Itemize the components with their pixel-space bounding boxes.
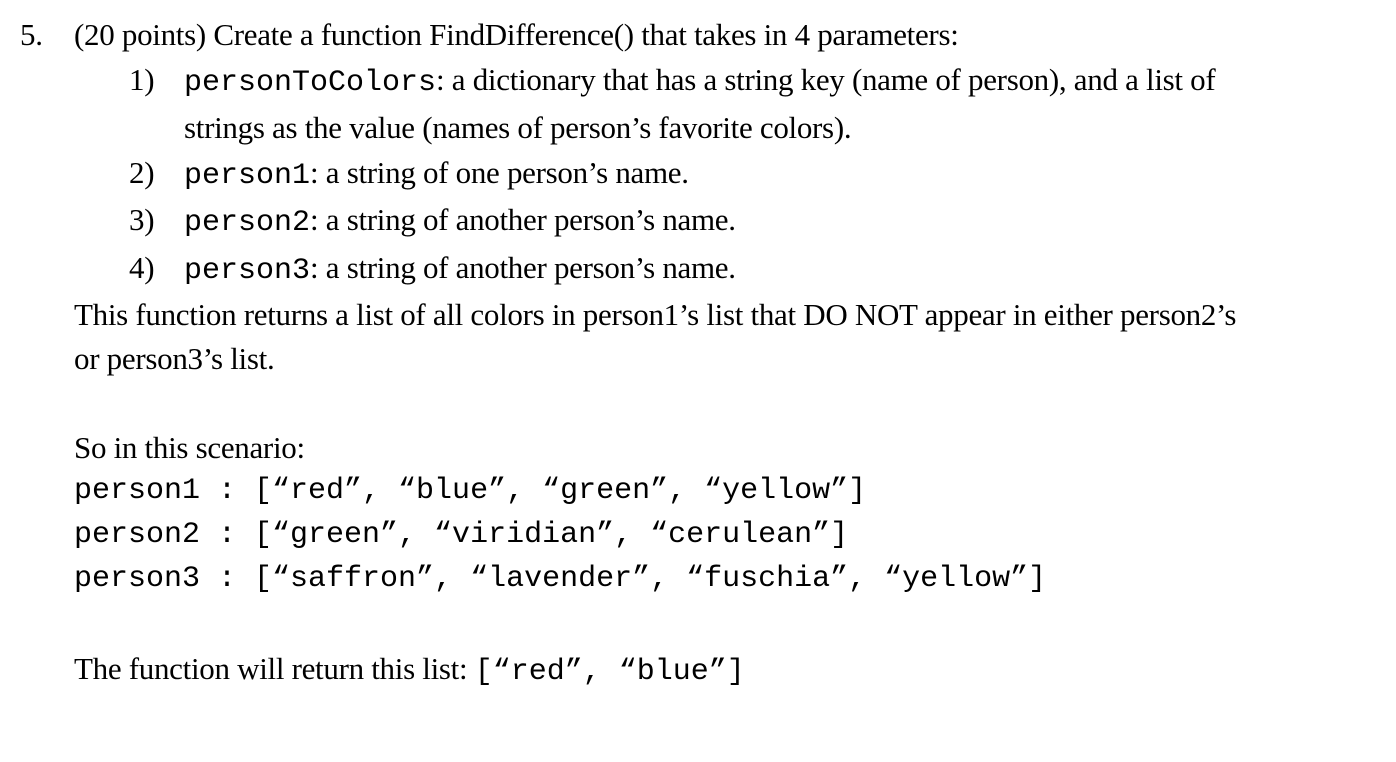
result-line: The function will return this list: [“re… bbox=[74, 651, 745, 689]
param-2: person1: a string of one person’s name. bbox=[184, 155, 689, 193]
param-4: person3: a string of another person’s na… bbox=[184, 250, 736, 288]
param-4-number: 4) bbox=[129, 250, 155, 285]
question-number: 5. bbox=[20, 17, 43, 52]
param-1-description: : a dictionary that has a string key (na… bbox=[436, 62, 1216, 97]
param-1: personToColors: a dictionary that has a … bbox=[184, 62, 1216, 100]
param-1-number: 1) bbox=[129, 62, 155, 97]
result-label: The function will return this list: bbox=[74, 651, 475, 686]
result-value: [“red”, “blue”] bbox=[474, 655, 745, 689]
scenario-row-person1: person1 : [“red”, “blue”, “green”, “yell… bbox=[74, 474, 867, 508]
param-2-description: : a string of one person’s name. bbox=[310, 155, 689, 190]
scenario-row-person3: person3 : [“saffron”, “lavender”, “fusch… bbox=[74, 562, 1047, 596]
description-line-2: or person3’s list. bbox=[74, 341, 275, 376]
question-title: (20 points) Create a function FindDiffer… bbox=[74, 17, 959, 52]
scenario-row-person2: person2 : [“green”, “viridian”, “cerulea… bbox=[74, 518, 849, 552]
param-2-code: person1 bbox=[184, 159, 311, 193]
param-1-code: personToColors bbox=[184, 66, 437, 100]
param-3-number: 3) bbox=[129, 202, 155, 237]
description-line-1: This function returns a list of all colo… bbox=[74, 297, 1237, 332]
param-1-description-continued: strings as the value (names of person’s … bbox=[184, 110, 852, 145]
param-3-code: person2 bbox=[184, 206, 311, 240]
scenario-intro: So in this scenario: bbox=[74, 430, 305, 465]
param-4-code: person3 bbox=[184, 254, 311, 288]
param-3-description: : a string of another person’s name. bbox=[310, 202, 736, 237]
param-2-number: 2) bbox=[129, 155, 155, 190]
param-3: person2: a string of another person’s na… bbox=[184, 202, 736, 240]
param-4-description: : a string of another person’s name. bbox=[310, 250, 736, 285]
